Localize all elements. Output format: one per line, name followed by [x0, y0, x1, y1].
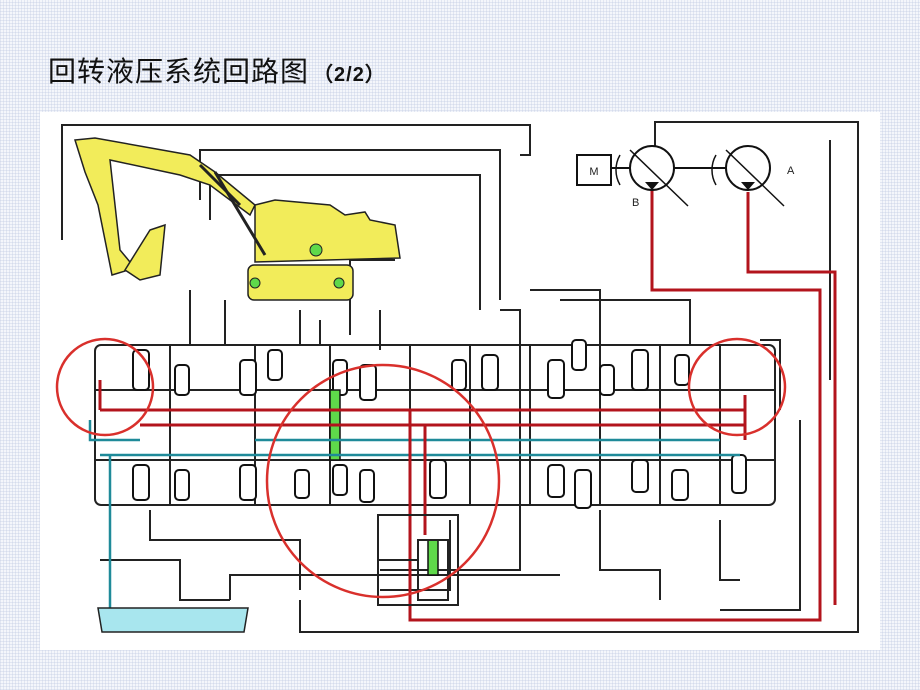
- engine-motor-box: [576, 154, 612, 186]
- pump-a-label: A: [787, 165, 795, 177]
- pilot-lines: [61, 121, 859, 633]
- high-pressure-lines: [98, 190, 837, 622]
- pump-b-label: B: [632, 197, 639, 209]
- slide-title: 回转液压系统回路图（2/2）: [48, 50, 386, 90]
- swing-motor-markers: [249, 243, 345, 289]
- return-lines: [88, 420, 740, 620]
- highlight-circles: [55, 337, 787, 599]
- hydraulic-tank: [97, 607, 249, 633]
- excavator-cylinders: [198, 163, 267, 256]
- pump-a: [711, 145, 785, 207]
- motor-label: M: [589, 166, 598, 178]
- excavator-illustration: [74, 137, 401, 301]
- title-text: 回转液压系统回路图: [48, 55, 310, 88]
- title-page-indicator: （2/2）: [313, 64, 386, 86]
- pump-b: [615, 145, 689, 207]
- swing-motor-block: [377, 514, 459, 606]
